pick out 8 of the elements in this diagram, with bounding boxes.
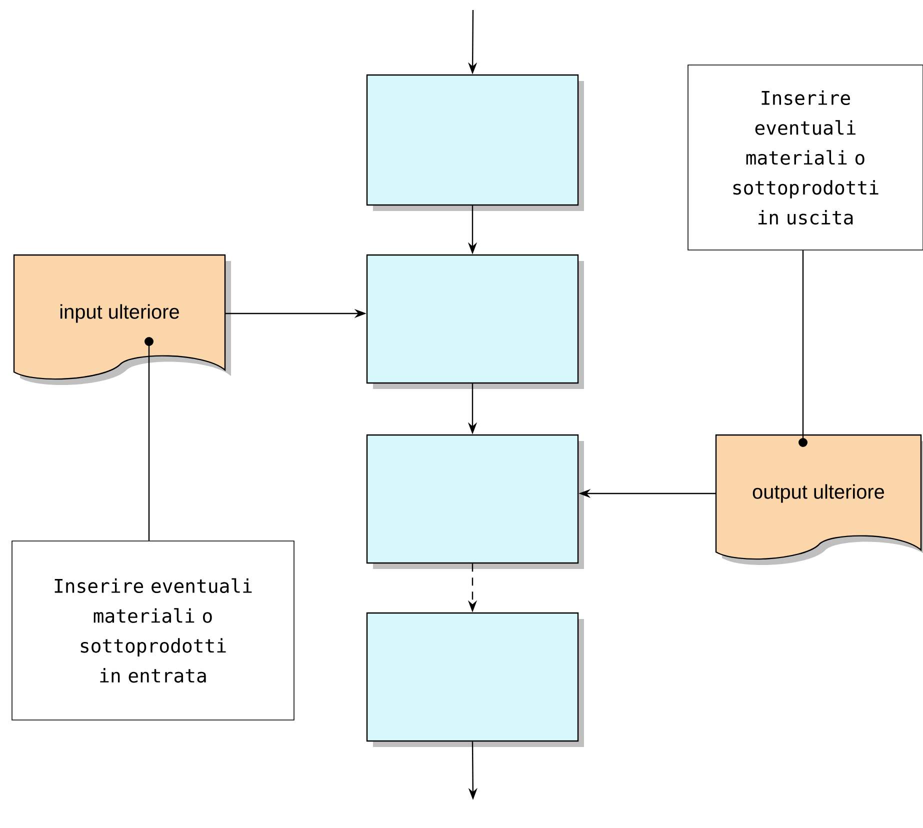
process-box	[366, 612, 584, 747]
leader-line	[798, 250, 808, 447]
process-box	[366, 254, 584, 389]
process-box	[366, 434, 584, 569]
process-box	[366, 74, 584, 211]
note-box: Inserire eventuali materiali o sottoprodotti in uscita	[688, 64, 923, 250]
leader-line	[144, 337, 154, 541]
note-box: Inserire eventuali materiali o sottoprodotti in entrata	[12, 540, 294, 720]
